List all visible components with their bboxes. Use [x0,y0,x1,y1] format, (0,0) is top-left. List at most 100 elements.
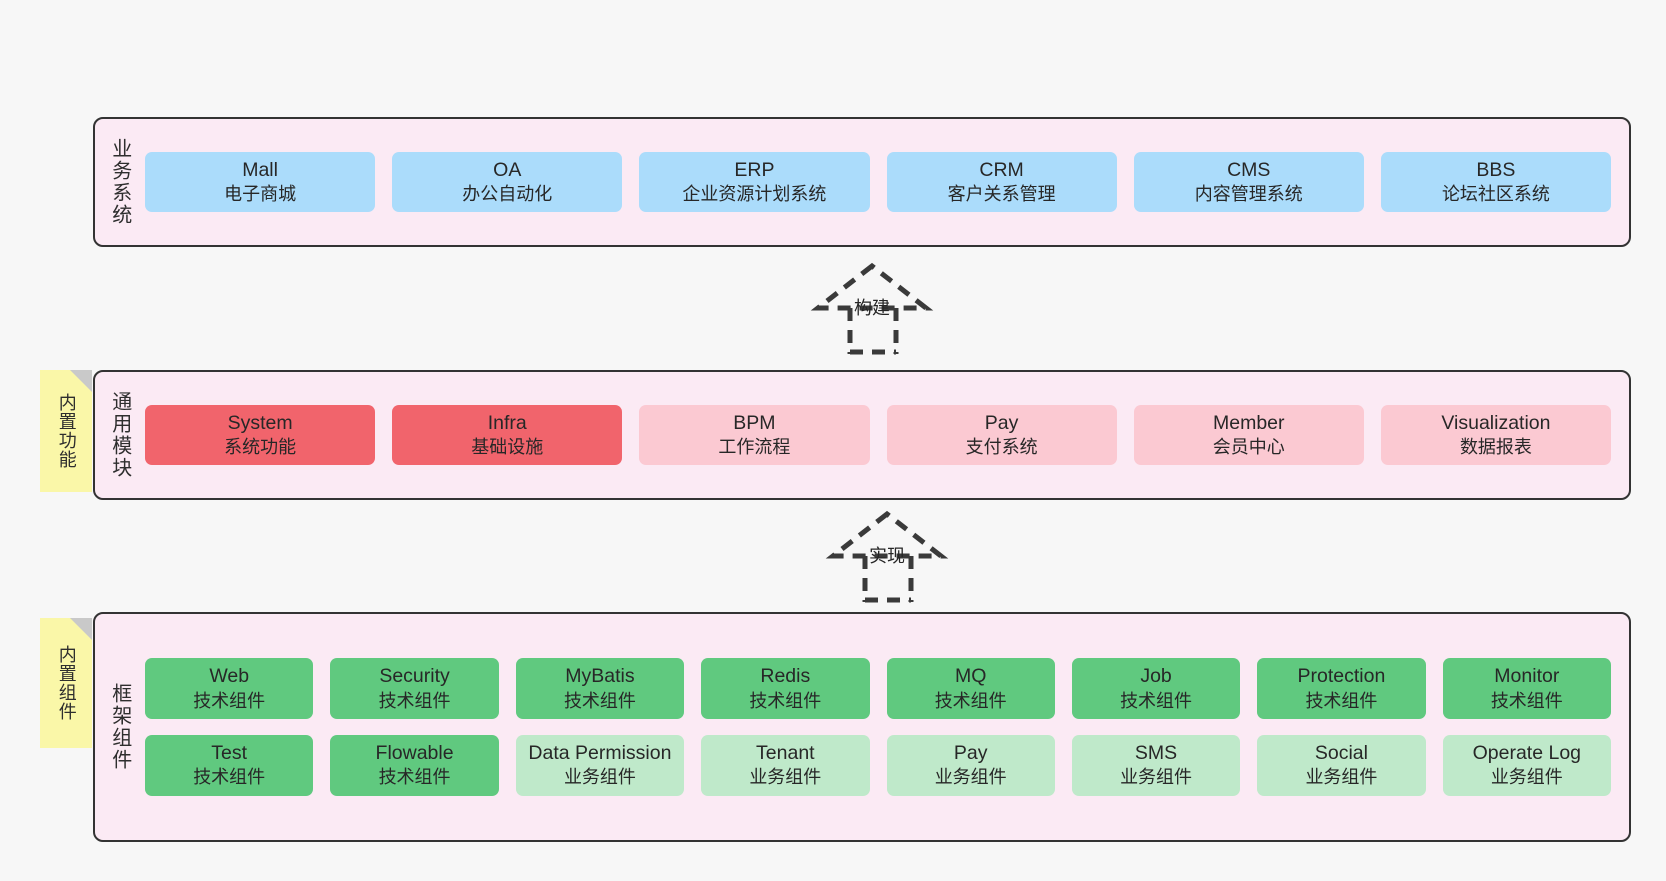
card-redis[interactable]: Redis 技术组件 [701,658,870,719]
card-title: BBS [1476,158,1516,181]
card-member[interactable]: Member 会员中心 [1133,404,1364,466]
panel-body-framework-component: Web 技术组件 Security 技术组件 MyBatis 技术组件 Redi… [143,614,1629,840]
card-title: CRM [979,158,1024,181]
panel-body-common-module: System 系统功能 Infra 基础设施 BPM 工作流程 Pay 支付系统… [143,372,1629,498]
card-oa[interactable]: OA 办公自动化 [392,151,623,213]
card-title: BPM [733,411,776,434]
card-subtitle: 数据报表 [1459,436,1532,457]
card-test[interactable]: Test 技术组件 [145,735,314,796]
connector-build-label: 构建 [854,298,890,318]
card-infra[interactable]: Infra 基础设施 [392,404,623,466]
card-title: Social [1314,742,1368,764]
card-subtitle: 业务组件 [1490,767,1563,788]
card-subtitle: 支付系统 [965,436,1038,457]
card-mall[interactable]: Mall 电子商城 [145,151,376,213]
card-title: Tenant [756,742,815,764]
card-job[interactable]: Job 技术组件 [1071,658,1241,719]
sticky-note-builtin-component: 内置组件 [40,618,92,748]
card-title: Data Permission [528,742,672,764]
card-subtitle: 技术组件 [934,690,1007,711]
card-subtitle: 客户关系管理 [947,183,1056,204]
card-subtitle: 技术组件 [563,690,636,711]
card-tenant[interactable]: Tenant 业务组件 [701,735,870,796]
card-subtitle: 论坛社区系统 [1441,183,1550,204]
card-subtitle: 业务组件 [749,767,822,788]
card-title: MQ [954,665,987,688]
card-subtitle: 技术组件 [378,690,451,711]
card-title: Monitor [1494,665,1560,688]
realize-arrow-icon [825,510,949,603]
card-subtitle: 系统功能 [224,436,297,457]
card-sms[interactable]: SMS 业务组件 [1071,735,1241,796]
panel-label-common-module: 通用模块 [108,391,131,479]
card-mybatis[interactable]: MyBatis 技术组件 [515,658,685,719]
card-title: Mall [242,158,278,181]
card-protection[interactable]: Protection 技术组件 [1257,658,1426,719]
card-subtitle: 基础设施 [471,436,544,457]
card-visualization[interactable]: Visualization 数据报表 [1380,404,1612,466]
card-web[interactable]: Web 技术组件 [145,658,314,719]
card-title: Web [209,665,250,688]
card-subtitle: 电子商城 [224,183,297,204]
card-subtitle: 办公自动化 [462,183,553,204]
card-subtitle: 技术组件 [193,767,266,788]
card-security[interactable]: Security 技术组件 [330,658,499,719]
card-subtitle: 内容管理系统 [1194,183,1303,204]
card-subtitle: 工作流程 [718,436,791,457]
panel-label-framework-component: 框架组件 [108,683,131,771]
card-title: CMS [1227,158,1271,181]
card-subtitle: 企业资源计划系统 [682,183,827,204]
card-data-permission[interactable]: Data Permission 业务组件 [515,735,685,796]
card-title: Infra [487,411,527,434]
card-row: System 系统功能 Infra 基础设施 BPM 工作流程 Pay 支付系统… [145,404,1612,466]
sticky-note-label: 内置功能 [56,393,77,469]
sticky-note-label: 内置组件 [56,645,77,721]
card-subtitle: 技术组件 [749,690,822,711]
card-row: Web 技术组件 Security 技术组件 MyBatis 技术组件 Redi… [145,658,1611,719]
card-subtitle: 技术组件 [1490,690,1563,711]
card-system[interactable]: System 系统功能 [145,404,376,466]
card-bbs[interactable]: BBS 论坛社区系统 [1380,151,1612,213]
card-mq[interactable]: MQ 技术组件 [886,658,1055,719]
card-title: SMS [1134,742,1178,764]
card-operate-log[interactable]: Operate Log 业务组件 [1442,735,1611,796]
card-title: Security [379,665,450,688]
card-crm[interactable]: CRM 客户关系管理 [886,151,1117,213]
sticky-note-builtin-feature: 内置功能 [40,370,92,492]
card-title: Operate Log [1472,742,1582,764]
panel-label-business-system: 业务系统 [108,138,131,226]
card-subtitle: 业务组件 [934,767,1007,788]
card-title: ERP [734,158,775,181]
card-social[interactable]: Social 业务组件 [1257,735,1426,796]
card-title: Flowable [375,742,454,764]
card-row: Test 技术组件 Flowable 技术组件 Data Permission … [145,735,1611,796]
card-subtitle: 会员中心 [1212,436,1285,457]
card-monitor[interactable]: Monitor 技术组件 [1442,658,1611,719]
card-title: Pay [984,411,1019,434]
panel-common-module: 通用模块 System 系统功能 Infra 基础设施 BPM 工作流程 Pay… [93,370,1631,500]
card-pay[interactable]: Pay 支付系统 [886,404,1117,466]
connector-realize: 实现 [815,510,975,603]
card-title: Redis [760,665,811,688]
card-subtitle: 技术组件 [193,690,266,711]
card-flowable[interactable]: Flowable 技术组件 [330,735,499,796]
connector-build: 构建 [800,262,960,355]
card-title: Visualization [1441,411,1551,434]
card-title: System [227,411,293,434]
card-title: MyBatis [565,665,635,688]
card-erp[interactable]: ERP 企业资源计划系统 [639,151,870,213]
card-subtitle: 技术组件 [1120,690,1193,711]
card-row: Mall 电子商城 OA 办公自动化 ERP 企业资源计划系统 CRM 客户关系… [145,151,1612,213]
card-pay-business[interactable]: Pay 业务组件 [886,735,1055,796]
card-title: Test [211,742,248,764]
panel-body-business-system: Mall 电子商城 OA 办公自动化 ERP 企业资源计划系统 CRM 客户关系… [143,119,1629,245]
card-title: Member [1213,411,1285,434]
card-title: OA [493,158,522,181]
card-bpm[interactable]: BPM 工作流程 [639,404,870,466]
card-subtitle: 业务组件 [563,767,636,788]
card-cms[interactable]: CMS 内容管理系统 [1133,151,1364,213]
card-subtitle: 业务组件 [1305,767,1378,788]
build-arrow-icon [810,262,934,355]
card-title: Pay [953,742,988,764]
